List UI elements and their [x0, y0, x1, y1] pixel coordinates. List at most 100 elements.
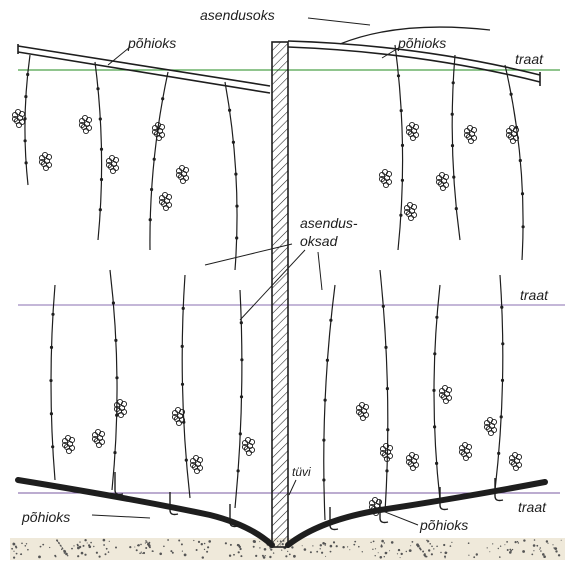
shoot-node — [100, 178, 103, 181]
shoot-node — [237, 469, 240, 472]
shoot-node — [240, 358, 243, 361]
shoot-node — [452, 81, 455, 84]
shoot-node — [100, 148, 103, 151]
shoot-node — [324, 399, 327, 402]
shoot-node — [455, 207, 458, 210]
shoot-node — [435, 462, 438, 465]
shoot-node — [235, 205, 238, 208]
shoot-node — [149, 218, 152, 221]
shoot-node — [96, 87, 99, 90]
shoot-node — [99, 117, 102, 120]
shoot-node — [501, 342, 504, 345]
shoot-node — [322, 439, 325, 442]
shoot-node — [113, 451, 116, 454]
shoot-node — [50, 412, 53, 415]
shoot-node — [519, 159, 522, 162]
grape-cluster — [62, 435, 74, 453]
label-main-arm-bottom-right: põhioks — [419, 517, 468, 533]
shoot-node — [329, 319, 332, 322]
grape-cluster — [242, 437, 254, 455]
grape-cluster — [436, 172, 448, 190]
shoot-node — [433, 352, 436, 355]
grape-cluster — [509, 452, 521, 470]
upper-main-arm-left — [18, 44, 270, 93]
shoot-node — [150, 188, 153, 191]
grape-cluster — [159, 192, 171, 210]
label-replacement-spurs-line1: asendus- — [300, 215, 358, 231]
label-trunk: tüvi — [292, 465, 311, 479]
label-wire-top: traat — [515, 51, 544, 67]
shoot-node — [432, 389, 435, 392]
label-main-arm-bottom-left: põhioks — [21, 509, 70, 525]
shoot-node — [99, 208, 102, 211]
grape-cluster — [459, 442, 471, 460]
shoot-node — [182, 307, 185, 310]
shoot-node — [161, 97, 164, 100]
leader-lines — [92, 18, 418, 525]
grape-cluster — [79, 115, 91, 133]
shoot-node — [500, 415, 503, 418]
shoot-node — [51, 445, 54, 448]
shoot-node — [239, 432, 242, 435]
lower-main-arm-right — [288, 482, 545, 545]
shoot-node — [326, 359, 329, 362]
shoot-node — [185, 459, 188, 462]
shoot-node — [112, 301, 115, 304]
grape-cluster — [12, 109, 24, 127]
grape-cluster — [379, 169, 391, 187]
shoot-node — [382, 305, 385, 308]
shoot-node — [384, 346, 387, 349]
shoot-node — [401, 144, 404, 147]
label-main-arm-top-right: põhioks — [397, 35, 446, 51]
shoot — [505, 65, 523, 260]
shoot-node — [452, 176, 455, 179]
shoot-node — [232, 141, 235, 144]
label-replacement-spur-top: asendusoks — [200, 7, 275, 23]
shoot-node — [114, 339, 117, 342]
shoot-node — [153, 158, 156, 161]
label-wire-middle: traat — [520, 287, 549, 303]
shoot-node — [51, 313, 54, 316]
shoot-node — [234, 173, 237, 176]
grape-cluster — [92, 429, 104, 447]
shoot-node — [433, 425, 436, 428]
grape-cluster — [356, 402, 368, 420]
shoot-node — [50, 346, 53, 349]
shoot-node — [451, 113, 454, 116]
grape-cluster — [39, 152, 51, 170]
shoot-node — [25, 161, 28, 164]
grape-cluster — [190, 455, 202, 473]
label-replacement-spurs-line2: oksad — [300, 233, 339, 249]
shoot-node — [451, 144, 454, 147]
grape-cluster — [406, 452, 418, 470]
shoot-node — [240, 321, 243, 324]
shoot-node — [399, 214, 402, 217]
shoot-node — [115, 376, 118, 379]
grape-cluster — [439, 385, 451, 403]
shoot-node — [181, 383, 184, 386]
shoot-node — [401, 179, 404, 182]
grape-clusters — [12, 109, 521, 515]
shoot-node — [510, 93, 513, 96]
shoot-node — [497, 452, 500, 455]
shoot-node — [24, 139, 27, 142]
label-main-arm-top-left: põhioks — [127, 35, 176, 51]
shoot-node — [500, 306, 503, 309]
shoot-node — [240, 395, 243, 398]
shoot — [150, 72, 168, 250]
grape-cluster — [484, 417, 496, 435]
grape-cluster — [404, 202, 416, 220]
shoot-node — [400, 109, 403, 112]
shoot-node — [397, 74, 400, 77]
shoot-node — [235, 236, 238, 239]
shoot-node — [49, 379, 52, 382]
shoot-node — [322, 478, 325, 481]
grape-cluster — [176, 165, 188, 183]
shoot-node — [228, 109, 231, 112]
shoot-node — [181, 345, 184, 348]
shoot-node — [522, 225, 525, 228]
grape-cluster — [380, 443, 392, 461]
grape-cluster — [464, 125, 476, 143]
